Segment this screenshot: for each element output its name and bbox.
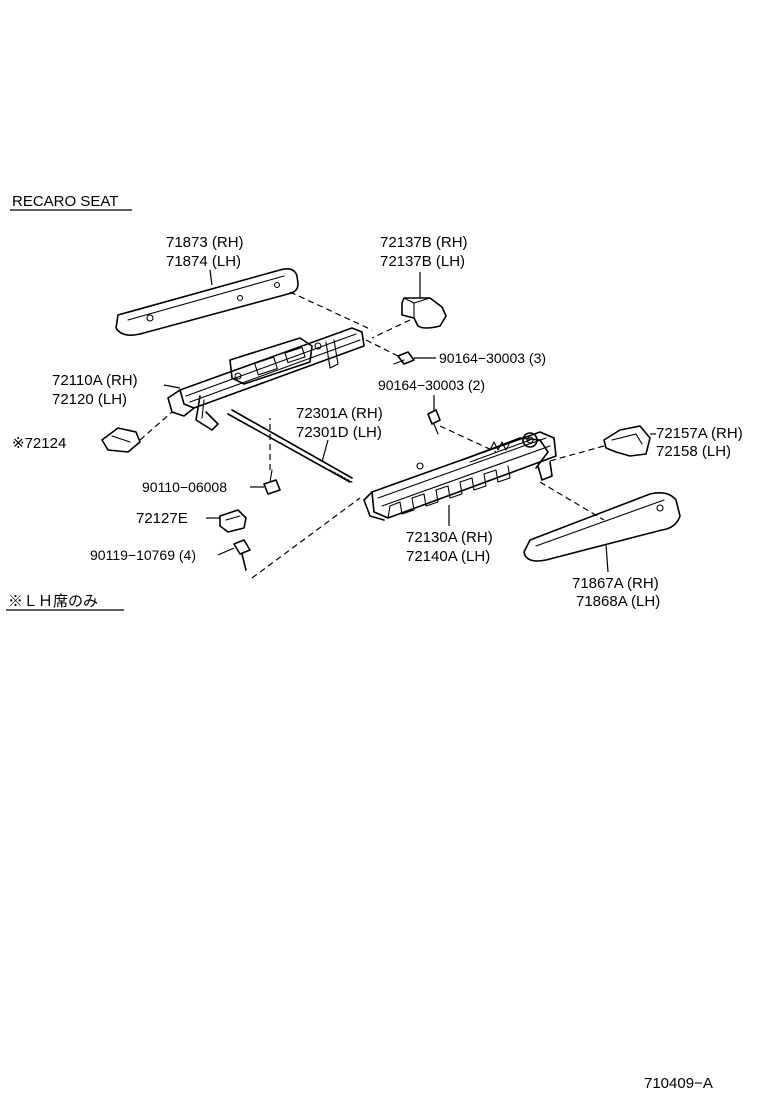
leader-72301a	[321, 439, 329, 463]
label-72137b-rh: 72137B (RH)	[380, 234, 468, 251]
bolt-90164-2	[427, 409, 441, 435]
label-71868a-lh: 71868A (LH)	[576, 593, 660, 610]
label-72140a-lh: 72140A (LH)	[406, 548, 490, 565]
dash-bolt3-to-rail	[365, 339, 399, 357]
bracket-72137b	[401, 297, 447, 329]
label-90164-2: 90164−30003 (2)	[378, 377, 485, 393]
dash-bolt90119-to-rail	[251, 497, 361, 579]
label-72127e: 72127E	[136, 510, 188, 527]
cap-72124	[101, 427, 141, 453]
label-71867a-rh: 71867A (RH)	[572, 575, 659, 592]
label-72158-lh: 72158 (LH)	[656, 443, 731, 460]
label-72137b-lh: 72137B (LH)	[380, 253, 465, 270]
label-72130a-rh: 72130A (RH)	[406, 529, 493, 546]
dash-cover71867-to-rail	[539, 481, 605, 521]
clip-72127e	[219, 509, 247, 533]
leader-71867a	[605, 543, 609, 573]
figure-id: 710409−A	[644, 1075, 713, 1092]
label-72110a-rh: 72110A (RH)	[52, 372, 138, 389]
label-72120-lh: 72120 (LH)	[52, 391, 127, 408]
cover-71867a	[523, 492, 681, 562]
label-90164-3: 90164−30003 (3)	[439, 350, 546, 366]
label-71874-lh: 71874 (LH)	[166, 253, 241, 270]
label-90110: 90110−06008	[142, 479, 227, 495]
label-72301a-rh: 72301A (RH)	[296, 405, 383, 422]
bracket-72157a	[603, 425, 651, 457]
dash-cover-to-rail	[289, 291, 373, 331]
bolt-90110	[263, 469, 281, 495]
rod-72301a	[227, 409, 353, 483]
lh-only-note: ※ＬＨ席のみ	[8, 593, 98, 610]
leader-72110a	[163, 384, 181, 389]
label-71873-rh: 71873 (RH)	[166, 234, 244, 251]
leader-90119	[217, 547, 235, 556]
dash-bolt2-to-rail	[439, 425, 497, 453]
leader-71873	[209, 269, 213, 286]
cover-71873	[115, 268, 299, 336]
label-90119: 90119−10769 (4)	[90, 547, 196, 563]
dash-cap-to-rail	[139, 411, 173, 441]
section-title: RECARO SEAT	[12, 193, 118, 210]
label-72124: ※72124	[12, 435, 66, 452]
label-72301d-lh: 72301D (LH)	[296, 424, 382, 441]
dash-bracket72157-to-rail	[545, 445, 605, 463]
bolt-90164-3	[393, 351, 415, 365]
dash-bracket-to-rail	[371, 319, 411, 339]
label-72157a-rh: 72157A (RH)	[656, 425, 743, 442]
rail-72130a	[363, 431, 557, 521]
rail-72110a	[167, 327, 365, 431]
bolt-90119	[233, 539, 251, 571]
